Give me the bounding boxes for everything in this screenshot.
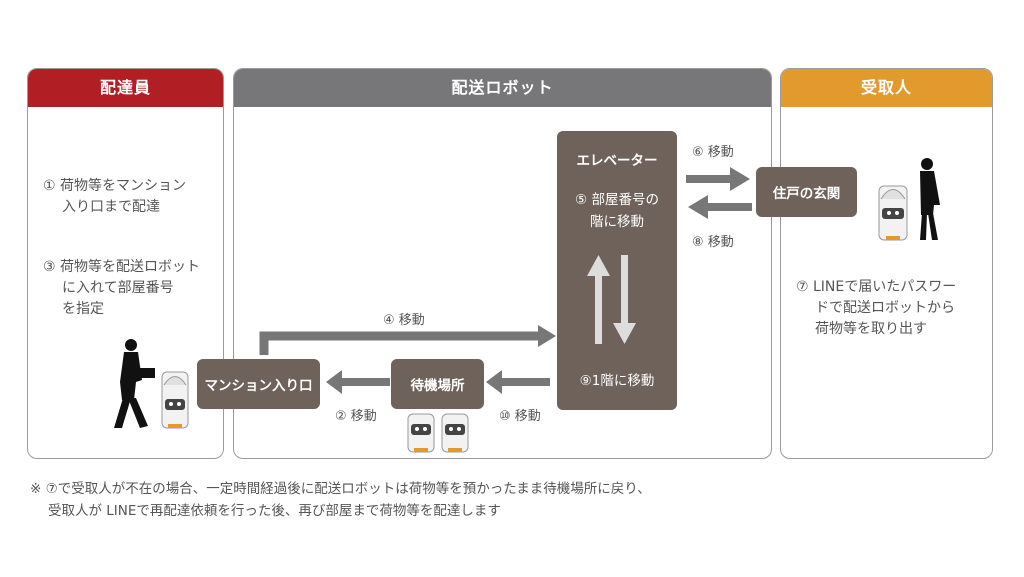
robot-panel: 配送ロボット bbox=[233, 68, 772, 459]
step-1-line-2: 入り口まで配達 bbox=[62, 199, 160, 215]
elevator-step-5-line-1: ⑤ 部屋番号の bbox=[575, 192, 659, 208]
step-7-line-2: ドで配送ロボットから bbox=[815, 300, 955, 316]
recipient-panel: 受取人 bbox=[780, 68, 993, 459]
elevator-step-5-line-2: 階に移動 bbox=[590, 214, 644, 230]
step-3-line-2: に入れて部屋番号 bbox=[62, 280, 174, 296]
arrow-move-10 bbox=[500, 378, 550, 386]
step-7: ⑦ LINEで届いたパスワー ドで配送ロボットから 荷物等を取り出す bbox=[796, 277, 956, 340]
elevator-up-down-arrows-icon bbox=[587, 255, 636, 344]
footnote-line-1: ※ ⑦で受取人が不在の場合、一定時間経過後に配送ロボットは荷物等を預かったまま待… bbox=[30, 481, 651, 497]
arrow-move-10-head bbox=[486, 370, 502, 394]
entrance-node: マンション入り口 bbox=[197, 359, 320, 409]
step-3-line-3: を指定 bbox=[62, 301, 104, 317]
elevator-node: エレベーター ⑤ 部屋番号の 階に移動 ⑨1階に移動 bbox=[557, 131, 677, 410]
footnote-line-2: 受取人が LINEで再配達依頼を行った後、再び部屋まで荷物等を配達します bbox=[48, 503, 501, 519]
step-3: ③ 荷物等を配送ロボット に入れて部屋番号 を指定 bbox=[43, 257, 200, 320]
arrow-move-8-head bbox=[688, 195, 708, 219]
recipient-figure-icon bbox=[920, 158, 940, 240]
step-7-line-1: ⑦ LINEで届いたパスワー bbox=[796, 279, 957, 295]
courier-figure-icon bbox=[114, 339, 155, 428]
elevator-step-5: ⑤ 部屋番号の 階に移動 bbox=[557, 189, 677, 233]
step-1-line-1: ① 荷物等をマンション bbox=[43, 178, 187, 194]
courier-panel-title: 配達員 bbox=[28, 69, 223, 107]
label-move-4: ④ 移動 bbox=[383, 313, 425, 328]
arrow-move-6-head bbox=[730, 167, 750, 191]
arrow-move-6 bbox=[686, 175, 734, 183]
arrow-move-4-head bbox=[538, 325, 556, 347]
robot-icon-standby-1 bbox=[407, 413, 435, 453]
step-1: ① 荷物等をマンション 入り口まで配達 bbox=[43, 176, 186, 218]
standby-node: 待機場所 bbox=[391, 359, 484, 409]
robot-icon-entrance bbox=[161, 371, 189, 429]
arrow-move-4 bbox=[259, 331, 540, 355]
door-node: 住戸の玄関 bbox=[756, 167, 857, 217]
arrow-move-2-head bbox=[326, 370, 342, 394]
recipient-panel-title: 受取人 bbox=[781, 69, 992, 107]
robot-panel-title: 配送ロボット bbox=[234, 69, 771, 107]
robot-icon-standby-2 bbox=[441, 413, 469, 453]
elevator-step-9: ⑨1階に移動 bbox=[579, 373, 655, 389]
label-move-6: ⑥ 移動 bbox=[692, 145, 734, 160]
arrow-move-8 bbox=[704, 203, 752, 211]
elevator-title: エレベーター bbox=[576, 153, 658, 169]
label-move-2: ② 移動 bbox=[335, 409, 377, 424]
arrow-move-2 bbox=[340, 378, 390, 386]
step-3-line-1: ③ 荷物等を配送ロボット bbox=[43, 259, 201, 275]
robot-icon-door bbox=[878, 185, 908, 241]
label-move-10: ⑩ 移動 bbox=[499, 409, 541, 424]
label-move-8: ⑧ 移動 bbox=[692, 235, 734, 250]
step-7-line-3: 荷物等を取り出す bbox=[815, 321, 927, 337]
